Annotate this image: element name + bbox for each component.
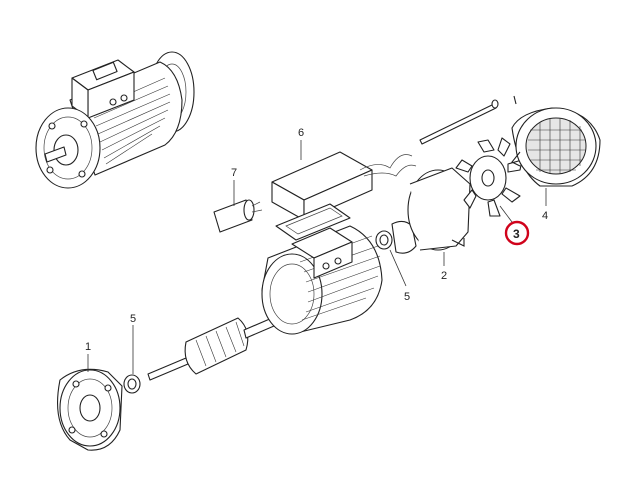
callout-4: 4 bbox=[542, 188, 548, 222]
assembled-motor bbox=[35, 51, 195, 189]
callout-5-rear: 5 bbox=[389, 249, 410, 303]
part-3-cooling-fan bbox=[455, 137, 523, 217]
callout-2-label: 2 bbox=[441, 270, 447, 282]
part-4-fan-cover bbox=[511, 107, 601, 187]
callout-6-label: 6 bbox=[298, 127, 304, 139]
callout-7-label: 7 bbox=[231, 167, 237, 179]
highlight-ring bbox=[504, 220, 530, 246]
part-5-bearing-front bbox=[123, 374, 141, 394]
callout-1: 1 bbox=[85, 341, 91, 372]
callout-6: 6 bbox=[298, 127, 304, 160]
part-2-rear-end-shield bbox=[407, 167, 471, 251]
through-bolt bbox=[419, 95, 517, 145]
part-7-capacitor bbox=[213, 199, 263, 233]
part-6-terminal-cover bbox=[271, 151, 417, 241]
part-5-bearing-rear bbox=[375, 220, 417, 254]
stator-housing bbox=[261, 225, 383, 335]
callout-1-label: 1 bbox=[85, 341, 91, 353]
callout-3: 3 bbox=[499, 205, 530, 246]
callout-2: 2 bbox=[441, 252, 447, 282]
callout-5-front-label: 5 bbox=[130, 313, 136, 325]
rotor-shaft bbox=[147, 317, 275, 381]
callout-4-label: 4 bbox=[542, 210, 548, 222]
callout-3-label: 3 bbox=[513, 227, 520, 241]
callout-5-rear-label: 5 bbox=[404, 291, 410, 303]
callout-5-front: 5 bbox=[130, 313, 136, 374]
part-1-front-flange bbox=[57, 368, 123, 451]
callout-7: 7 bbox=[231, 167, 237, 206]
